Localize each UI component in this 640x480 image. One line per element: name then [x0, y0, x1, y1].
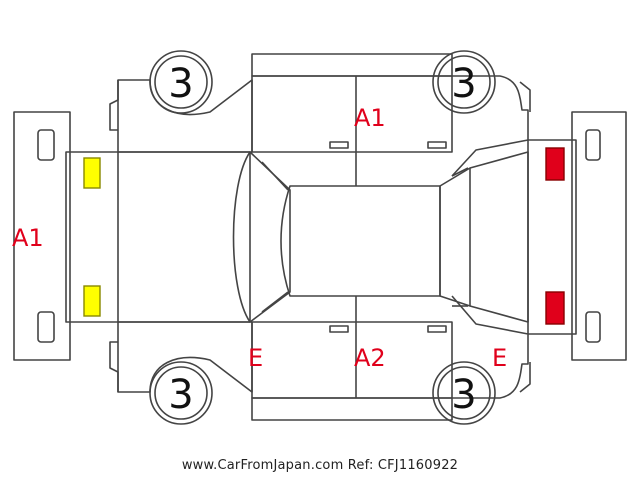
footer-ref: Ref: CFJ1160922 [347, 458, 459, 473]
rear-bumper [571, 111, 627, 361]
damage-code-roof-side-top: A1 [354, 104, 386, 132]
front-lamp-bottom [83, 285, 101, 317]
tire-rear-left [432, 50, 496, 114]
tire-depth-rear-left: 3 [451, 61, 476, 107]
footer-credit: www.CarFromJapan.com Ref: CFJ1160922 [0, 458, 640, 473]
damage-code-lower-center-side: A2 [354, 344, 386, 372]
damage-code-lower-front-side: E [248, 344, 263, 372]
front-bumper [13, 111, 71, 361]
front-lamp-top [83, 157, 101, 189]
footer-site: www.CarFromJapan.com [181, 458, 344, 473]
tire-rear-right [432, 361, 496, 425]
tire-depth-front-right: 3 [168, 372, 193, 418]
damage-code-lower-rear-side: E [492, 344, 507, 372]
rear-lamp-top [545, 147, 565, 181]
tire-depth-rear-right: 3 [451, 372, 476, 418]
roof-panel [280, 185, 441, 297]
damage-code-front-bumper: A1 [12, 224, 44, 252]
tire-front-right [149, 361, 213, 425]
tire-depth-front-left: 3 [168, 61, 193, 107]
tire-front-left [149, 50, 213, 114]
tailgate-panel [527, 139, 577, 335]
bottom-side-body [109, 295, 531, 421]
rear-lamp-bottom [545, 291, 565, 325]
